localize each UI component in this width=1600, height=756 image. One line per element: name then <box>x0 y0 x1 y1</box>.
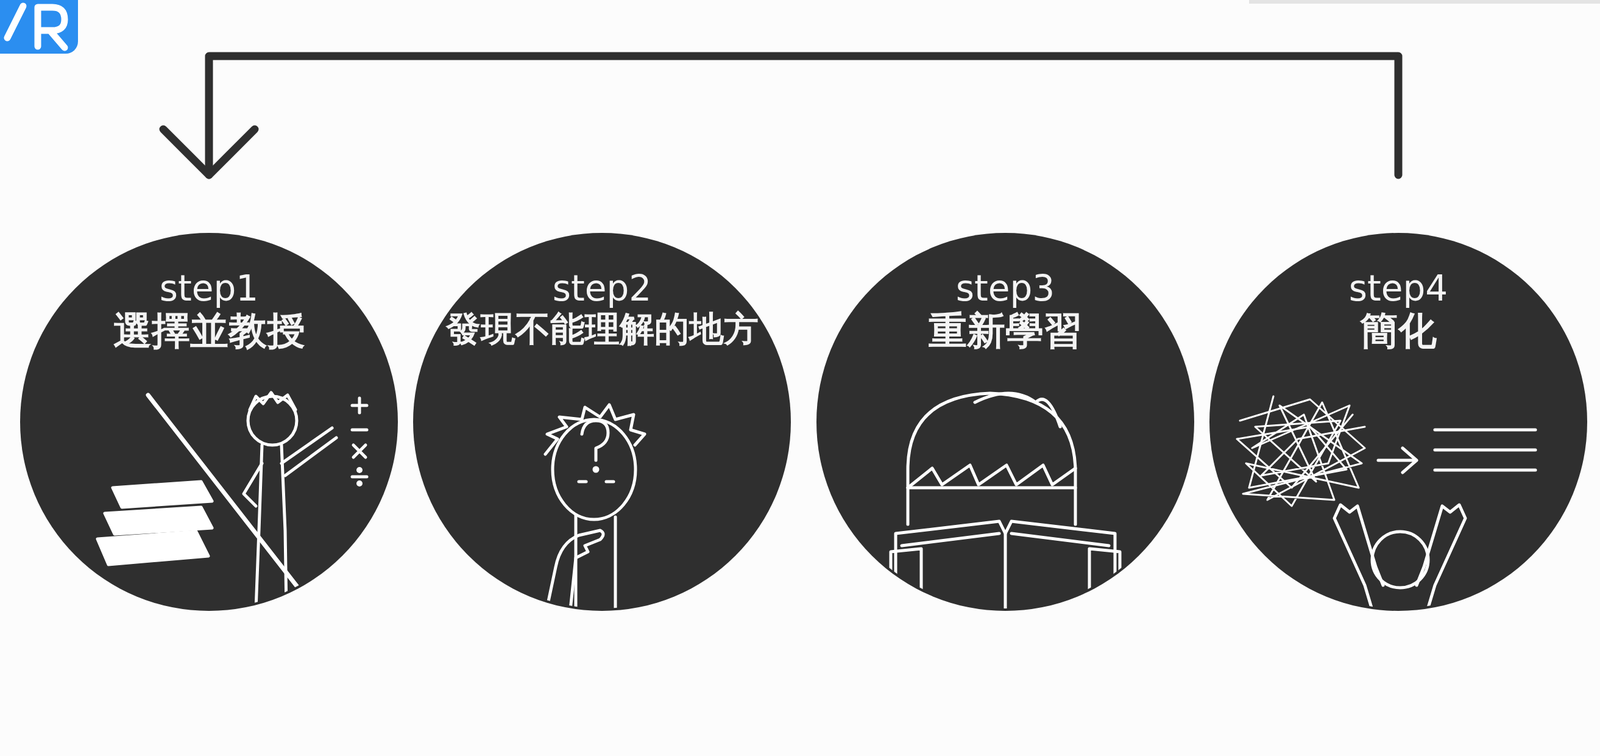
circle-fill <box>20 232 398 611</box>
text-group: step2發現不能理解的地方 <box>413 268 791 349</box>
text-group: step1選擇並教授 <box>20 268 398 353</box>
step-number: step3 <box>816 268 1195 309</box>
step-number: step2 <box>413 268 791 309</box>
step-title: 選擇並教授 <box>20 308 398 353</box>
step-title: 重新學習 <box>816 308 1195 353</box>
step-title: 發現不能理解的地方 <box>413 308 791 350</box>
circle-fill <box>1209 232 1588 611</box>
simplify-figure <box>1236 396 1536 616</box>
step-circle: step1選擇並教授 <box>20 232 398 611</box>
text-group: step4簡化 <box>1209 268 1588 353</box>
logo-mark <box>7 6 65 48</box>
thinking-figure <box>545 404 645 616</box>
text-group: step3重新學習 <box>816 268 1195 353</box>
teacher-figure <box>97 392 367 610</box>
connector-line <box>208 56 1399 175</box>
logo-badge <box>0 0 78 54</box>
circle-fill <box>816 232 1195 611</box>
reading-figure <box>890 392 1120 616</box>
step-circle: step4簡化 <box>1209 232 1588 611</box>
window-edge <box>1249 0 1600 4</box>
loop-arrow <box>163 56 1399 175</box>
step-number: step1 <box>20 268 398 309</box>
arrow-head <box>163 129 255 175</box>
step-circle: step2發現不能理解的地方 <box>413 232 791 611</box>
circle-fill <box>413 232 791 611</box>
step-circle: step3重新學習 <box>816 232 1195 611</box>
step-number: step4 <box>1209 268 1588 309</box>
step-title: 簡化 <box>1209 308 1588 353</box>
